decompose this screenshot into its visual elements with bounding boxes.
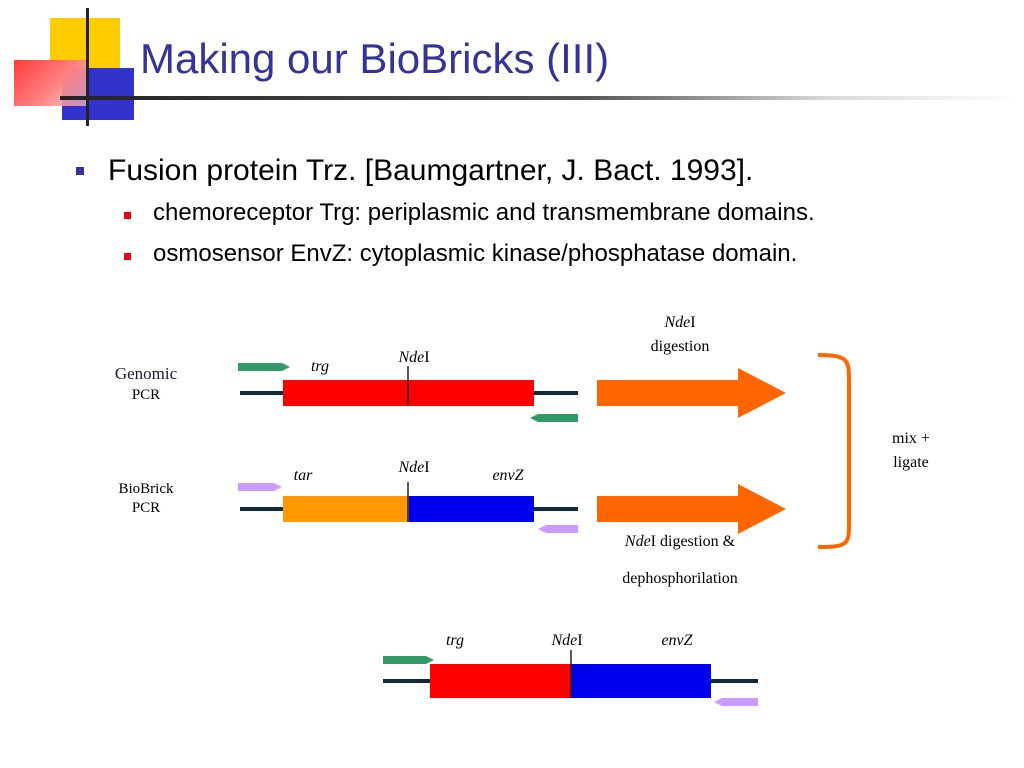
digestion-arrow-1 — [597, 368, 786, 418]
product-envz-segment — [571, 664, 711, 698]
arrow1-label-line2: digestion — [651, 338, 710, 355]
product-gene2-label: envZ — [661, 632, 693, 649]
row1-label-line2: PCR — [132, 387, 160, 403]
row2-gene1-label: tar — [294, 467, 313, 484]
biobrick-reverse-primer — [538, 525, 578, 533]
bullet-text-level2: chemoreceptor Trg: periplasmic and trans… — [153, 199, 815, 226]
product-trg-segment — [430, 664, 571, 698]
bullet-marker — [76, 167, 84, 175]
product-gene1-label: trg — [446, 632, 464, 649]
merge-label-line1: mix + — [892, 430, 930, 447]
envz-segment — [409, 496, 534, 522]
corner-vertical-line — [86, 8, 89, 126]
product-reverse-primer — [714, 698, 758, 706]
bullet-text-level2: osmosensor EnvZ: cytoplasmic kinase/phos… — [153, 240, 798, 267]
slide-title: Making our BioBricks (III) — [140, 35, 610, 82]
digestion-arrow-2 — [597, 484, 786, 534]
tar-segment — [283, 496, 409, 522]
row1-label-line1: Genomic — [115, 364, 178, 383]
title-underline — [60, 96, 1020, 100]
biobrick-forward-primer — [238, 483, 282, 491]
genomic-forward-primer — [238, 363, 290, 371]
row2-gene2-label: envZ — [492, 467, 524, 484]
product-site-label: NdeI — [550, 632, 582, 649]
genomic-reverse-primer — [530, 414, 578, 422]
row2-site-label: NdeI — [397, 459, 429, 476]
arrow1-label-line1: NdeI — [663, 314, 695, 331]
arrow2-label-line2: dephosphorilation — [622, 570, 738, 587]
arrow2-label-line1: NdeI digestion & — [624, 533, 736, 550]
row1-gene-label: trg — [311, 358, 329, 375]
row2-label-line2: PCR — [132, 500, 160, 516]
bullet-marker — [124, 212, 131, 219]
row1-site-label: NdeI — [397, 349, 429, 366]
merge-label-line2: ligate — [893, 454, 929, 471]
merge-bracket — [817, 353, 851, 549]
bullet-text-level1: Fusion protein Trz. [Baumgartner, J. Bac… — [108, 154, 754, 187]
row2-label-line1: BioBrick — [119, 481, 174, 497]
product-forward-primer — [383, 656, 434, 664]
bullet-marker — [124, 253, 131, 260]
